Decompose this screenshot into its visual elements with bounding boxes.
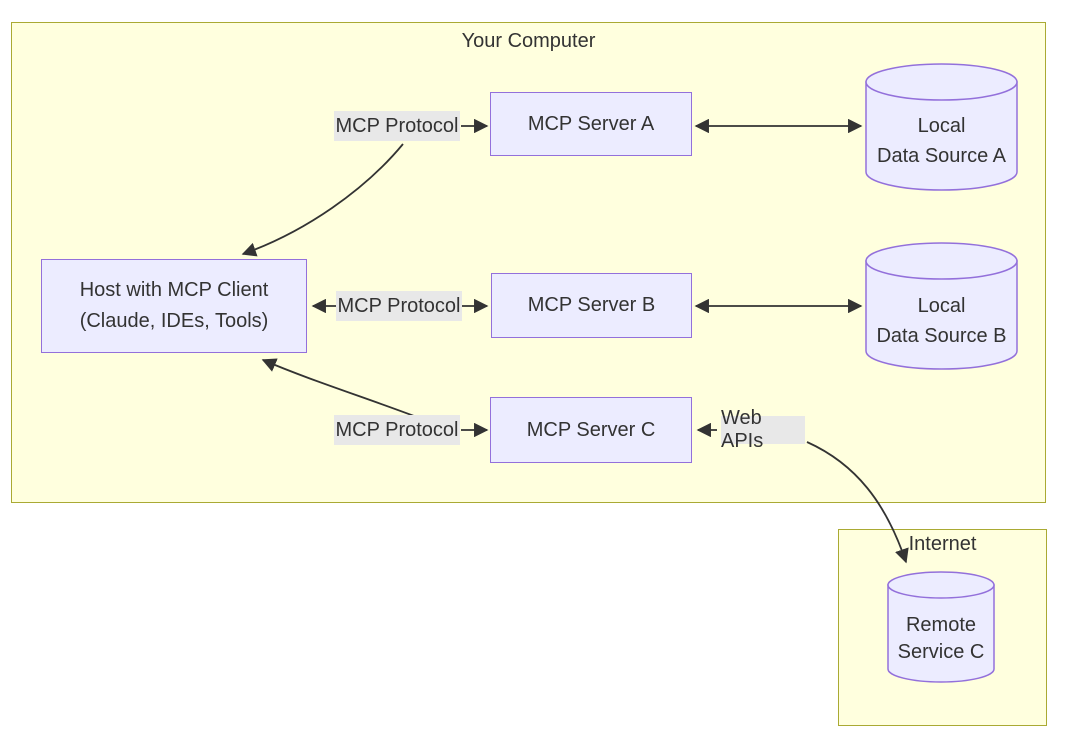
edge-mcp-a-to-host [241, 143, 404, 257]
node-host-label-line1: Host with MCP Client [79, 279, 269, 301]
edge-web-apis-to-remote-c [806, 441, 909, 564]
node-remote-service-c-label: Remote Service C [888, 612, 994, 666]
node-local-data-source-b-label: Local Data Source B [866, 291, 1017, 351]
cylinder-remote-service-c [887, 571, 995, 683]
node-host-label-line2: (Claude, IDEs, Tools) [79, 310, 269, 332]
edge-label-web-apis: Web APIs [721, 407, 805, 452]
node-host-with-mcp-client: Host with MCP Client (Claude, IDEs, Tool… [41, 259, 307, 353]
data-b-label-line2: Data Source B [876, 325, 1007, 347]
data-a-label-line2: Data Source A [877, 145, 1006, 167]
edge-mcp-c-to-host [261, 358, 423, 420]
node-mcp-server-c: MCP Server C [490, 397, 692, 463]
cylinder-local-data-source-a [865, 63, 1018, 191]
edge-label-mcp-protocol-a: MCP Protocol [334, 111, 460, 141]
data-a-label-line1: Local [917, 115, 966, 137]
node-mcp-server-a-label: MCP Server A [527, 112, 655, 135]
remote-c-label-line2: Service C [897, 641, 985, 663]
node-local-data-source-a-label: Local Data Source A [866, 111, 1017, 171]
data-b-label-line1: Local [917, 295, 966, 317]
node-mcp-server-b-label: MCP Server B [527, 294, 656, 316]
remote-c-label-line1: Remote [905, 614, 977, 636]
node-mcp-server-c-label: MCP Server C [526, 418, 656, 441]
node-mcp-server-b: MCP Server B [491, 273, 692, 338]
container-title-your-computer: Your Computer [461, 30, 596, 52]
node-mcp-server-a: MCP Server A [490, 92, 692, 156]
edge-label-mcp-protocol-c: MCP Protocol [334, 415, 460, 445]
container-title-internet: Internet [908, 533, 977, 555]
edge-label-mcp-protocol-b: MCP Protocol [336, 291, 462, 321]
cylinder-local-data-source-b [865, 242, 1018, 370]
